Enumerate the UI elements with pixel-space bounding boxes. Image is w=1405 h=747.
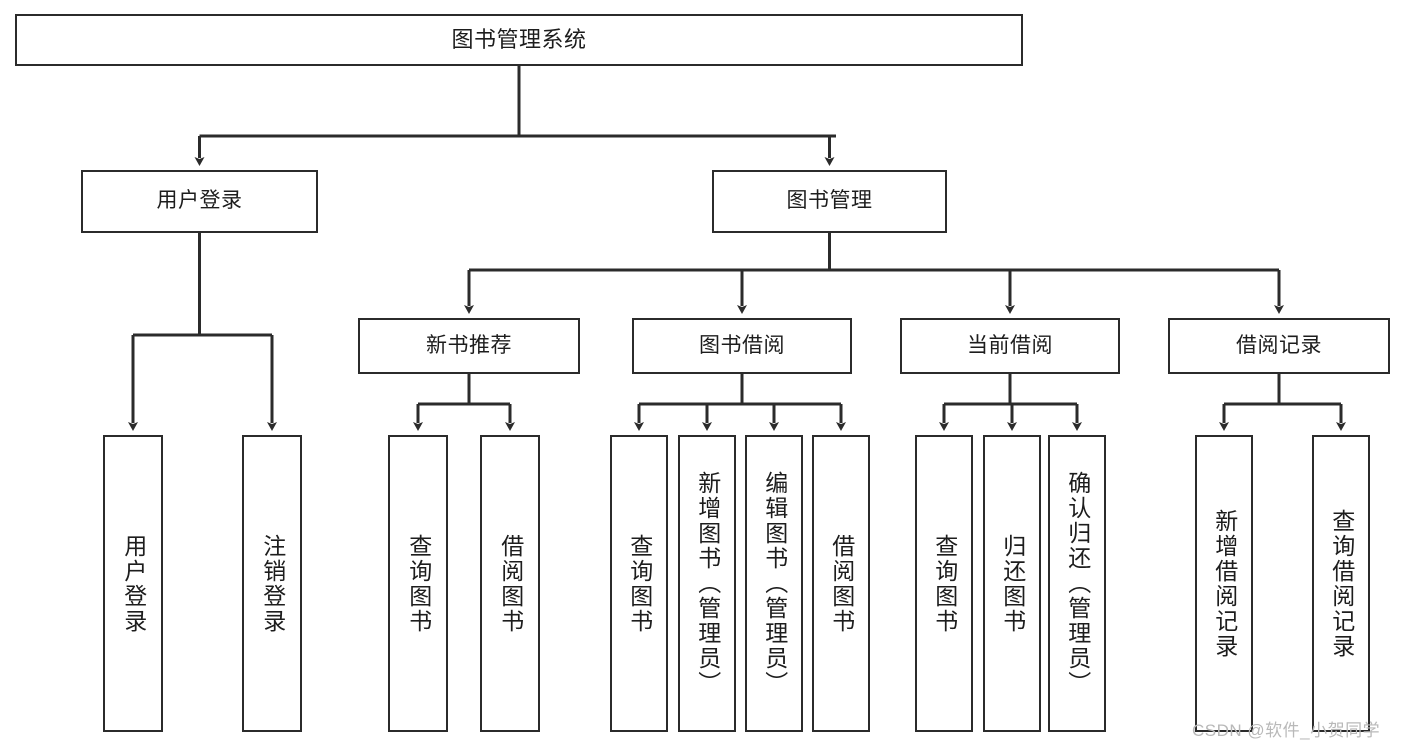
node-borrow-record-label: 借阅记录 [1236, 333, 1322, 357]
edges-borrow-record [1219, 374, 1346, 431]
node-leaf-brw-edit-book-label: 编辑图书（管理员） [761, 471, 788, 696]
node-leaf-user-login-label: 用户登录 [120, 533, 147, 634]
node-leaf-cur-query-book[interactable]: 查询图书 [915, 435, 973, 732]
node-leaf-brw-add-book[interactable]: 新增图书（管理员） [678, 435, 736, 732]
node-leaf-cur-return-book-label: 归还图书 [999, 533, 1026, 634]
node-book-borrow[interactable]: 图书借阅 [632, 318, 852, 374]
node-leaf-rec-add-record-label: 新增借阅记录 [1211, 508, 1238, 659]
node-leaf-cur-return-book[interactable]: 归还图书 [983, 435, 1041, 732]
node-leaf-brw-borrow-book[interactable]: 借阅图书 [812, 435, 870, 732]
edges-current-borrow [939, 374, 1082, 431]
edges-book-manage [464, 233, 1284, 314]
node-leaf-user-login[interactable]: 用户登录 [103, 435, 163, 732]
node-user-login[interactable]: 用户登录 [81, 170, 318, 233]
node-new-book-rec-label: 新书推荐 [426, 333, 512, 357]
node-book-borrow-label: 图书借阅 [699, 333, 785, 357]
node-leaf-cur-confirm-return-label: 确认归还（管理员） [1064, 471, 1091, 696]
node-leaf-rec-add-record[interactable]: 新增借阅记录 [1195, 435, 1253, 732]
node-leaf-cur-confirm-return[interactable]: 确认归还（管理员） [1048, 435, 1106, 732]
node-root-label: 图书管理系统 [451, 27, 587, 53]
node-new-book-rec[interactable]: 新书推荐 [358, 318, 580, 374]
edges-root [194, 66, 836, 166]
edges-book-borrow [634, 374, 846, 431]
edges-new-book-rec [413, 374, 515, 431]
node-leaf-user-logout[interactable]: 注销登录 [242, 435, 302, 732]
node-leaf-rec-query-record[interactable]: 查询借阅记录 [1312, 435, 1370, 732]
node-leaf-cur-query-book-label: 查询图书 [931, 533, 958, 634]
node-leaf-rec-borrow-book[interactable]: 借阅图书 [480, 435, 540, 732]
node-leaf-rec-borrow-book-label: 借阅图书 [497, 533, 524, 634]
node-book-manage-label: 图书管理 [786, 189, 873, 213]
node-borrow-record[interactable]: 借阅记录 [1168, 318, 1390, 374]
node-leaf-brw-edit-book[interactable]: 编辑图书（管理员） [745, 435, 803, 732]
node-root[interactable]: 图书管理系统 [15, 14, 1023, 66]
node-leaf-rec-query-record-label: 查询借阅记录 [1328, 508, 1355, 659]
node-current-borrow[interactable]: 当前借阅 [900, 318, 1120, 374]
node-book-manage[interactable]: 图书管理 [712, 170, 947, 233]
node-leaf-rec-query-book-label: 查询图书 [405, 533, 432, 634]
node-leaf-user-logout-label: 注销登录 [259, 533, 286, 634]
node-leaf-rec-query-book[interactable]: 查询图书 [388, 435, 448, 732]
node-leaf-brw-borrow-book-label: 借阅图书 [828, 533, 855, 634]
node-leaf-brw-add-book-label: 新增图书（管理员） [694, 471, 721, 696]
csdn-watermark: CSDN @软件_小贺同学 [1192, 721, 1381, 740]
node-current-borrow-label: 当前借阅 [967, 333, 1053, 357]
node-user-login-label: 用户登录 [156, 189, 243, 213]
edges-user-login [128, 233, 277, 431]
node-leaf-brw-query-book[interactable]: 查询图书 [610, 435, 668, 732]
node-leaf-brw-query-book-label: 查询图书 [626, 533, 653, 634]
